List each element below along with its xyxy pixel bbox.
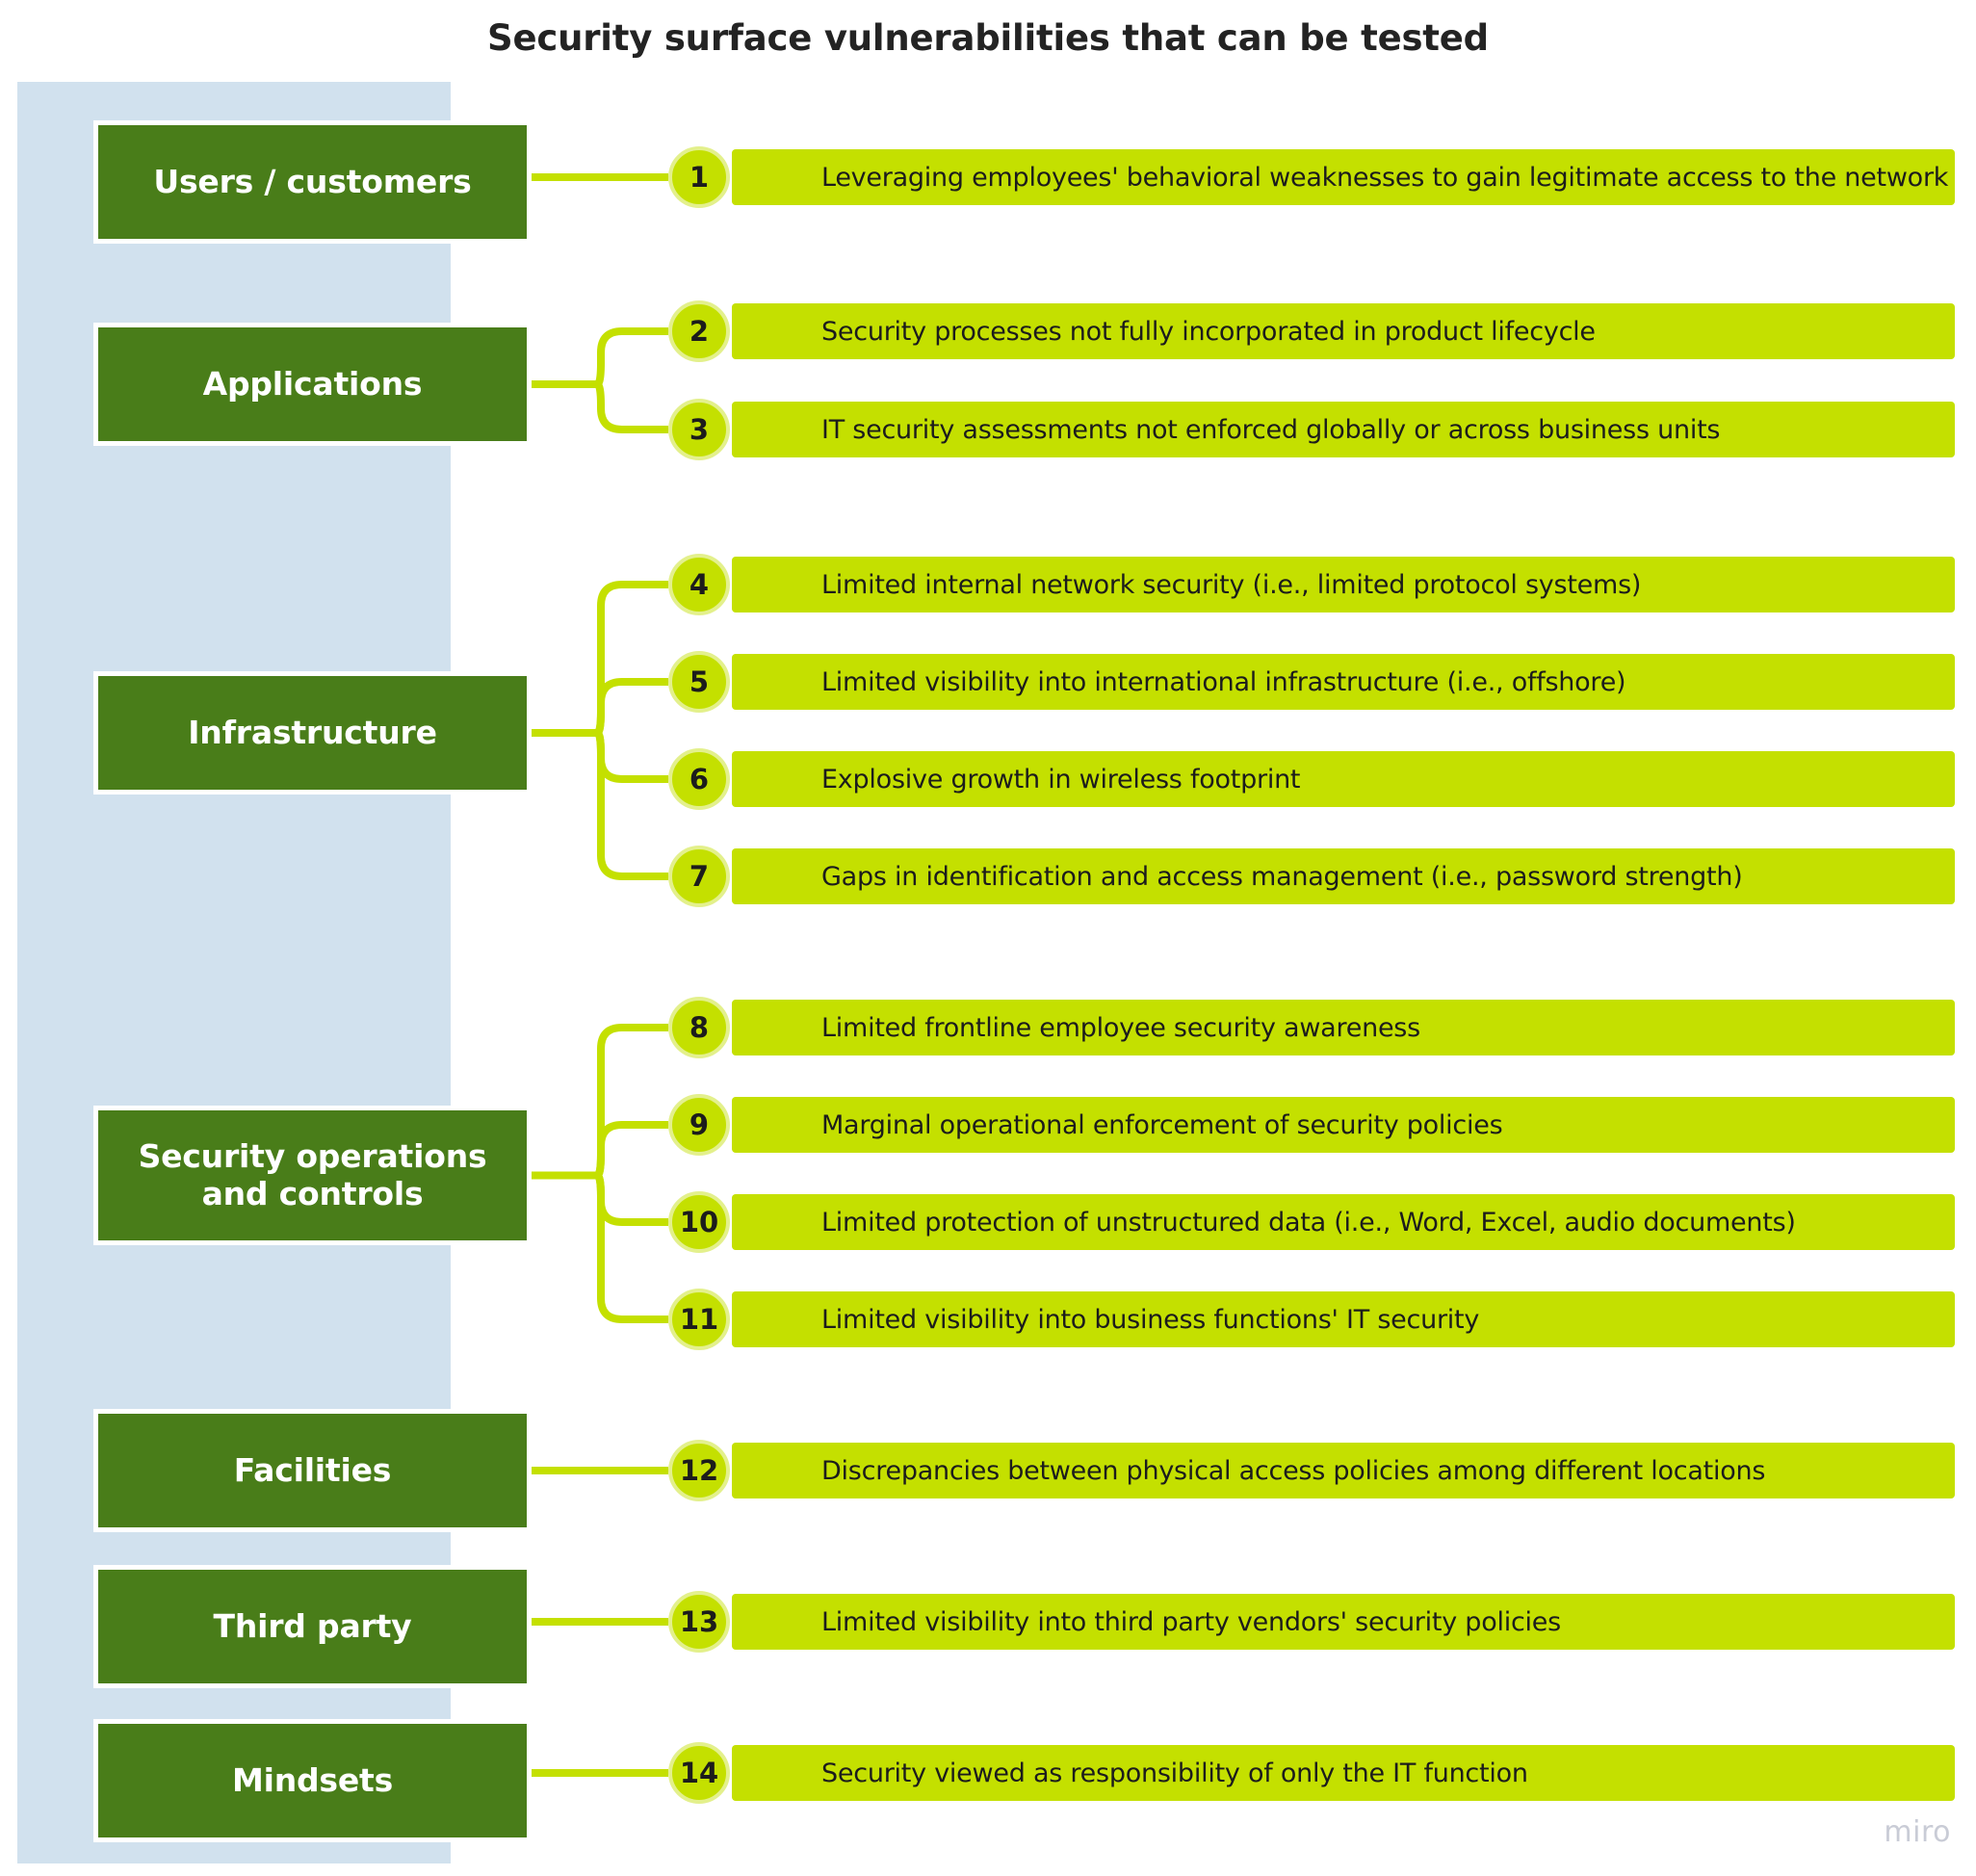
item-number-badge-10: 10 [668, 1191, 730, 1253]
connector-branch-2-2 [594, 729, 668, 783]
vulnerability-item-9[interactable]: Marginal operational enforcement of secu… [732, 1097, 1955, 1153]
category-box-users-customers[interactable]: Users / customers [93, 120, 532, 244]
category-label: Users / customers [153, 162, 472, 200]
category-label: Third party [213, 1606, 412, 1645]
item-number-badge-7: 7 [668, 846, 730, 907]
item-number-badge-4: 4 [668, 554, 730, 615]
vulnerability-text: Limited visibility into business functio… [821, 1304, 1480, 1335]
vulnerability-text: Security processes not fully incorporate… [821, 316, 1596, 347]
item-number-badge-1: 1 [668, 146, 730, 208]
connector-branch-3-2 [594, 1171, 668, 1226]
vulnerability-text: Limited protection of unstructured data … [821, 1207, 1796, 1238]
vulnerability-text: Explosive growth in wireless footprint [821, 764, 1301, 795]
connector-branch-2-1 [594, 678, 668, 737]
vulnerability-item-6[interactable]: Explosive growth in wireless footprint [732, 751, 1955, 807]
vulnerability-text: Limited frontline employee security awar… [821, 1012, 1420, 1043]
miro-watermark: miro [1884, 1815, 1951, 1849]
category-box-mindsets[interactable]: Mindsets [93, 1719, 532, 1842]
vulnerability-item-10[interactable]: Limited protection of unstructured data … [732, 1194, 1955, 1250]
vulnerability-text: Discrepancies between physical access po… [821, 1455, 1766, 1486]
item-number-badge-2: 2 [668, 300, 730, 362]
vulnerability-item-8[interactable]: Limited frontline employee security awar… [732, 1000, 1955, 1055]
connector-branch-1-0 [594, 327, 668, 388]
vulnerability-item-13[interactable]: Limited visibility into third party vend… [732, 1594, 1955, 1650]
category-box-applications[interactable]: Applications [93, 323, 532, 446]
vulnerability-item-3[interactable]: IT security assessments not enforced glo… [732, 402, 1955, 457]
category-label: Infrastructure [188, 713, 437, 751]
item-number-badge-11: 11 [668, 1289, 730, 1350]
item-number-badge-5: 5 [668, 651, 730, 713]
vulnerability-text: Limited internal network security (i.e.,… [821, 569, 1642, 600]
category-box-facilities[interactable]: Facilities [93, 1409, 532, 1532]
connector-branch-1-1 [594, 380, 668, 433]
category-label: Applications [202, 364, 423, 403]
vulnerability-item-11[interactable]: Limited visibility into business functio… [732, 1291, 1955, 1347]
item-number-badge-9: 9 [668, 1094, 730, 1156]
vulnerability-item-1[interactable]: Leveraging employees' behavioral weaknes… [732, 149, 1955, 205]
vulnerability-text: IT security assessments not enforced glo… [821, 414, 1721, 445]
item-number-badge-14: 14 [668, 1742, 730, 1804]
category-box-third-party[interactable]: Third party [93, 1565, 532, 1688]
item-number-badge-8: 8 [668, 997, 730, 1058]
connector-branch-2-3 [594, 729, 668, 880]
vulnerability-text: Limited visibility into international in… [821, 666, 1626, 697]
vulnerability-item-14[interactable]: Security viewed as responsibility of onl… [732, 1745, 1955, 1801]
vulnerability-item-2[interactable]: Security processes not fully incorporate… [732, 303, 1955, 359]
connector-branch-3-1 [594, 1121, 668, 1180]
connector-branch-2-0 [594, 581, 668, 737]
item-number-badge-3: 3 [668, 399, 730, 460]
connector-branch-3-3 [594, 1171, 668, 1323]
category-box-infrastructure[interactable]: Infrastructure [93, 671, 532, 795]
item-number-badge-12: 12 [668, 1440, 730, 1501]
vulnerability-item-4[interactable]: Limited internal network security (i.e.,… [732, 557, 1955, 612]
category-label: Facilities [233, 1450, 392, 1489]
page-title: Security surface vulnerabilities that ca… [487, 17, 1489, 59]
vulnerability-text: Gaps in identification and access manage… [821, 861, 1743, 892]
vulnerability-item-5[interactable]: Limited visibility into international in… [732, 654, 1955, 710]
item-number-badge-13: 13 [668, 1591, 730, 1653]
vulnerability-item-12[interactable]: Discrepancies between physical access po… [732, 1443, 1955, 1498]
category-label: Mindsets [231, 1760, 394, 1799]
vulnerability-item-7[interactable]: Gaps in identification and access manage… [732, 848, 1955, 904]
item-number-badge-6: 6 [668, 748, 730, 810]
connector-branch-3-0 [594, 1024, 668, 1180]
vulnerability-text: Limited visibility into third party vend… [821, 1606, 1561, 1637]
vulnerability-text: Leveraging employees' behavioral weaknes… [821, 162, 1949, 193]
vulnerability-text: Security viewed as responsibility of onl… [821, 1758, 1528, 1788]
vulnerability-text: Marginal operational enforcement of secu… [821, 1109, 1503, 1140]
